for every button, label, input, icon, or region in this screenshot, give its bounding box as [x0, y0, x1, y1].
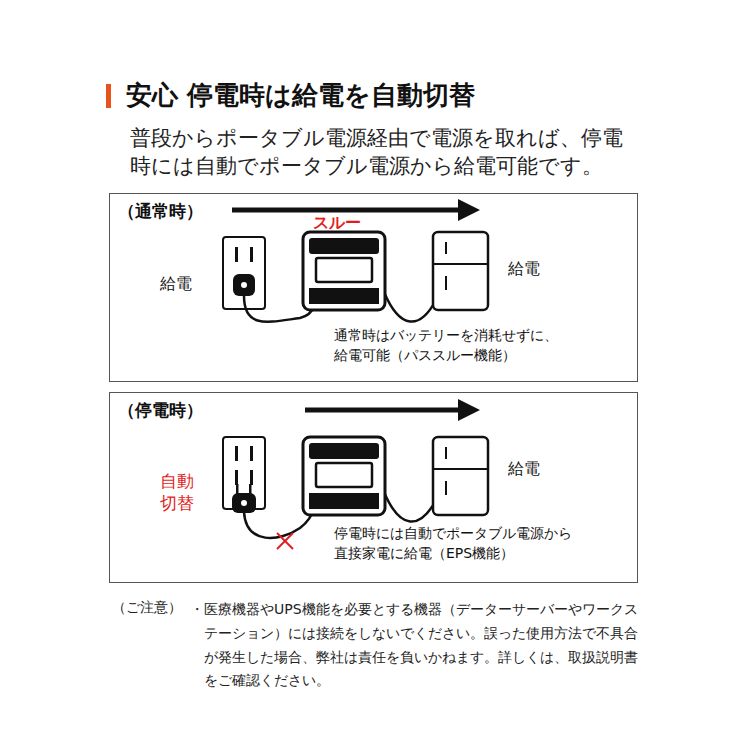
panel-heading: （停電時） — [110, 393, 203, 422]
unplugged-plug — [232, 484, 256, 513]
portable-power-station — [303, 437, 385, 515]
cut-mark — [277, 533, 293, 549]
refrigerator — [433, 437, 488, 515]
refrigerator — [433, 232, 488, 310]
flow-arrow — [305, 399, 480, 421]
title-bar — [106, 84, 111, 108]
supply-label: 給電 — [508, 259, 558, 280]
note-text: 通常時はバッテリーを消耗せずに、給電可能（パススルー機能） — [334, 326, 566, 365]
intro-text: 普段からポータブル電源経由で電源を取れば、停電時には自動でポータブル電源から給電… — [130, 124, 630, 181]
supply-label: 給電 — [508, 459, 558, 480]
auto-switch-label: 自動 切替 — [160, 470, 200, 514]
portable-power-station — [303, 232, 385, 310]
caution-text: ・医療機器やUPS機能を必要とする機器（データーサーバーやワークステーション）に… — [190, 598, 645, 693]
supply-label: 給電 — [160, 274, 210, 295]
pass-through-label: スルー — [313, 213, 393, 234]
power-cord — [384, 492, 436, 522]
page-title: 安心 停電時は給電を自動切替 — [126, 78, 475, 113]
caution-heading: （ご注意） — [112, 598, 192, 616]
panel-heading: （通常時） — [110, 194, 203, 223]
note-text: 停電時には自動でポータブル電源から直接家電に給電（EPS機能） — [334, 524, 584, 563]
power-cord — [384, 292, 436, 322]
